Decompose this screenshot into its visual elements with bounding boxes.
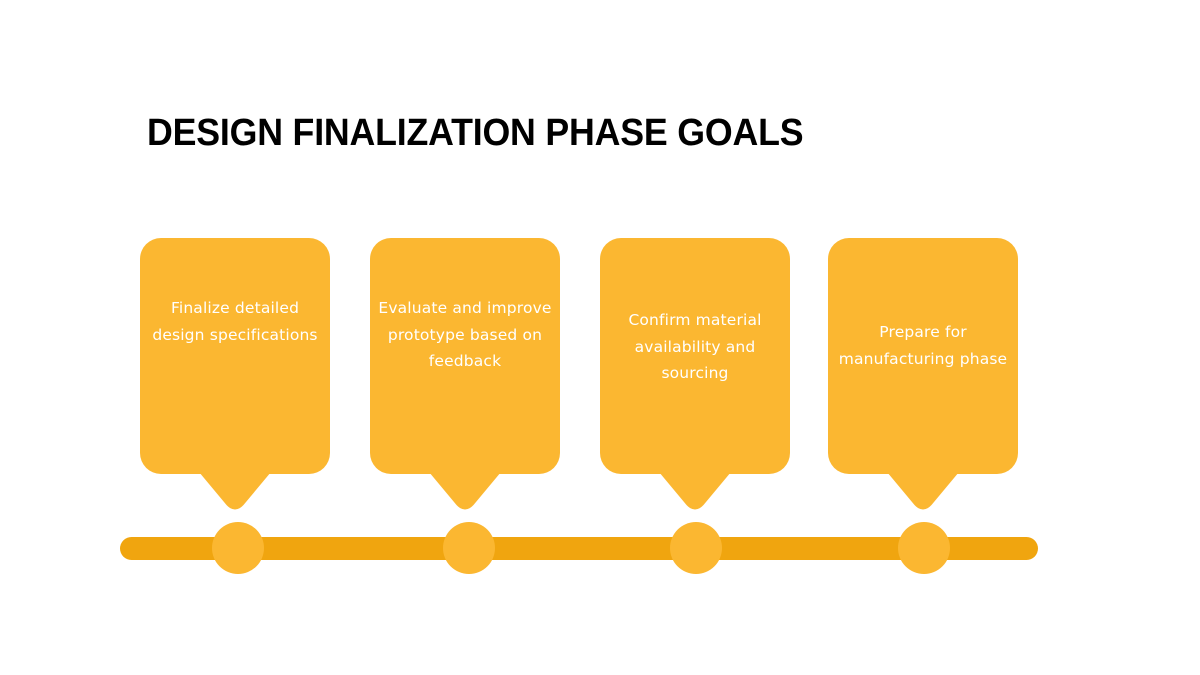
milestone-card-3[interactable]: Confirm material availability and sourci… xyxy=(600,238,790,510)
milestone-card-4-pointer xyxy=(887,472,959,512)
milestone-card-2-pointer xyxy=(429,472,501,512)
timeline-node-3[interactable] xyxy=(670,522,722,574)
milestone-card-3-pointer xyxy=(659,472,731,512)
milestone-card-4[interactable]: Prepare for manufacturing phase xyxy=(828,238,1018,510)
milestone-card-1-text: Finalize detailed design specifications xyxy=(152,299,318,344)
timeline-bar xyxy=(120,537,1038,560)
page-title: DESIGN FINALIZATION PHASE GOALS xyxy=(147,112,804,154)
timeline-node-2[interactable] xyxy=(443,522,495,574)
milestone-card-1-pointer xyxy=(199,472,271,512)
milestone-card-4-text: Prepare for manufacturing phase xyxy=(838,323,1008,368)
timeline-node-4[interactable] xyxy=(898,522,950,574)
milestone-card-2-text: Evaluate and improve prototype based on … xyxy=(378,299,552,370)
milestone-card-2[interactable]: Evaluate and improve prototype based on … xyxy=(370,238,560,510)
timeline-node-1[interactable] xyxy=(212,522,264,574)
milestone-card-3-text: Confirm material availability and sourci… xyxy=(628,311,762,382)
milestone-card-1[interactable]: Finalize detailed design specifications xyxy=(140,238,330,510)
